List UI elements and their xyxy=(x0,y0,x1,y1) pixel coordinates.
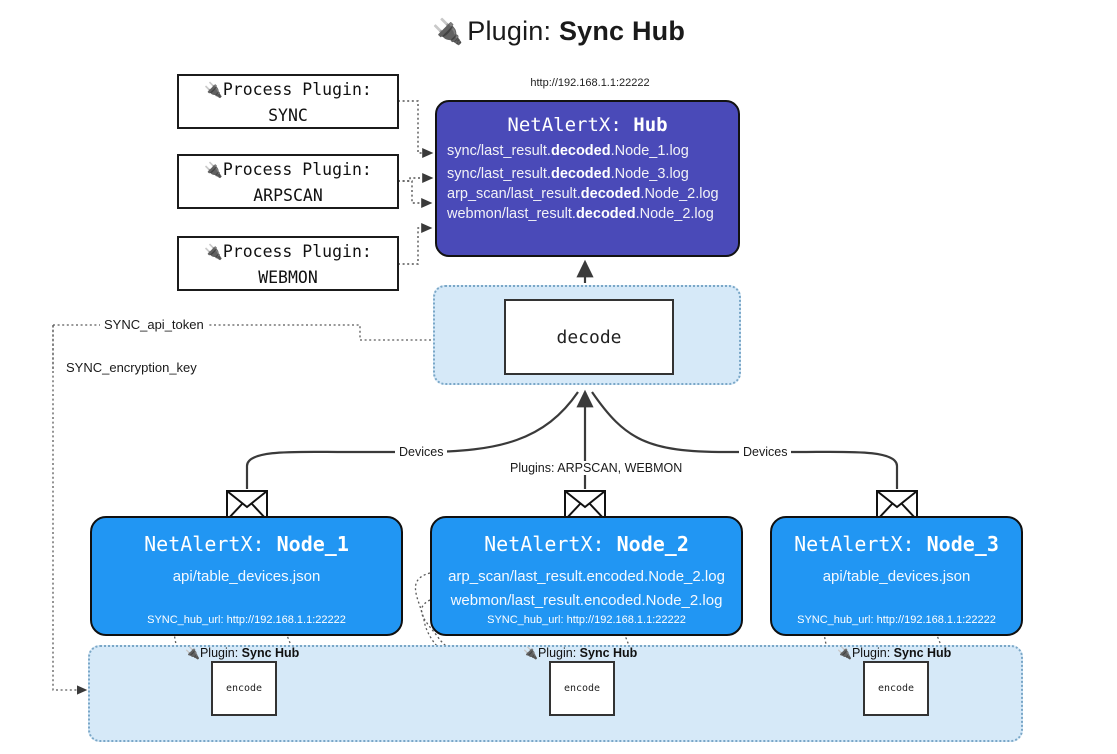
process-plugin-label: Process Plugin: xyxy=(222,242,372,261)
page-title: 🔌Plugin: Sync Hub xyxy=(0,16,1117,47)
hub-log-line: webmon/last_result.decoded.Node_2.log xyxy=(447,206,714,222)
sync-encryption-key-label: SYNC_encryption_key xyxy=(62,360,201,375)
node-header-name: Node_2 xyxy=(616,532,689,556)
hub-header: NetAlertX: Hub xyxy=(437,114,738,136)
hub-header-name: Hub xyxy=(633,114,668,136)
envelope-icon xyxy=(564,490,606,521)
plug-icon: 🔌 xyxy=(204,243,223,261)
process-plugin-webmon[interactable]: 🔌Process Plugin: WEBMON xyxy=(177,236,399,291)
page-title-name: Sync Hub xyxy=(558,16,686,46)
hub-node[interactable]: NetAlertX: Hub sync/last_result.decoded.… xyxy=(435,100,740,257)
encode-box-2[interactable]: encode xyxy=(549,661,615,716)
node-header: NetAlertX: Node_2 xyxy=(432,532,741,556)
encode-box-3[interactable]: encode xyxy=(863,661,929,716)
node-hub-url: SYNC_hub_url: http://192.168.1.1:22222 xyxy=(797,614,996,626)
node-header: NetAlertX: Node_1 xyxy=(92,532,401,556)
process-plugin-sync[interactable]: 🔌Process Plugin: SYNC xyxy=(177,74,399,129)
process-plugin-label: Process Plugin: xyxy=(222,160,372,179)
edge-label-devices-left: Devices xyxy=(395,445,448,459)
node-2[interactable]: NetAlertX: Node_2 arp_scan/last_result.e… xyxy=(430,516,743,636)
plug-icon: 🔌 xyxy=(204,81,223,99)
process-plugin-name: WEBMON xyxy=(258,268,318,287)
hub-log-line: sync/last_result.decoded.Node_1.log xyxy=(447,143,689,159)
encode-plugin-label-1: 🔌Plugin: Sync Hub xyxy=(185,646,300,660)
node-path: api/table_devices.json xyxy=(822,568,971,585)
node-header: NetAlertX: Node_3 xyxy=(772,532,1021,556)
plug-icon: 🔌 xyxy=(431,18,464,46)
node-header-prefix: NetAlertX: xyxy=(794,532,915,556)
hub-url-label: http://192.168.1.1:22222 xyxy=(530,77,650,89)
node-path: webmon/last_result.encoded.Node_2.log xyxy=(450,592,723,609)
decode-box[interactable]: decode xyxy=(504,299,674,375)
plug-icon: 🔌 xyxy=(204,161,223,179)
node-header-prefix: NetAlertX: xyxy=(144,532,265,556)
encode-plugin-label-2: 🔌Plugin: Sync Hub xyxy=(523,646,638,660)
node-hub-url: SYNC_hub_url: http://192.168.1.1:22222 xyxy=(487,614,686,626)
page-title-prefix: Plugin: xyxy=(467,16,552,46)
node-path: arp_scan/last_result.encoded.Node_2.log xyxy=(448,568,725,585)
hub-log-line: arp_scan/last_result.decoded.Node_2.log xyxy=(447,186,719,202)
node-path: api/table_devices.json xyxy=(172,568,321,585)
node-3[interactable]: NetAlertX: Node_3 api/table_devices.json… xyxy=(770,516,1023,636)
node-header-name: Node_1 xyxy=(276,532,349,556)
process-plugin-label: Process Plugin: xyxy=(222,80,372,99)
process-plugin-name: ARPSCAN xyxy=(253,186,323,205)
node-hub-url: SYNC_hub_url: http://192.168.1.1:22222 xyxy=(147,614,346,626)
edge-label-plugins: Plugins: ARPSCAN, WEBMON xyxy=(506,461,687,475)
plug-icon: 🔌 xyxy=(837,646,852,660)
process-plugin-name: SYNC xyxy=(268,106,308,125)
envelope-icon xyxy=(876,490,918,521)
edge-label-devices-right: Devices xyxy=(739,445,792,459)
node-header-prefix: NetAlertX: xyxy=(484,532,605,556)
plug-icon: 🔌 xyxy=(523,646,538,660)
encode-plugin-label-3: 🔌Plugin: Sync Hub xyxy=(837,646,952,660)
node-header-name: Node_3 xyxy=(926,532,999,556)
hub-header-prefix: NetAlertX: xyxy=(507,114,622,136)
hub-log-line: sync/last_result.decoded.Node_3.log xyxy=(447,166,689,182)
decode-container: decode xyxy=(433,285,741,385)
sync-api-token-label: SYNC_api_token xyxy=(100,317,208,332)
encode-box-1[interactable]: encode xyxy=(211,661,277,716)
plug-icon: 🔌 xyxy=(185,646,200,660)
node-1[interactable]: NetAlertX: Node_1 api/table_devices.json… xyxy=(90,516,403,636)
process-plugin-arpscan[interactable]: 🔌Process Plugin: ARPSCAN xyxy=(177,154,399,209)
